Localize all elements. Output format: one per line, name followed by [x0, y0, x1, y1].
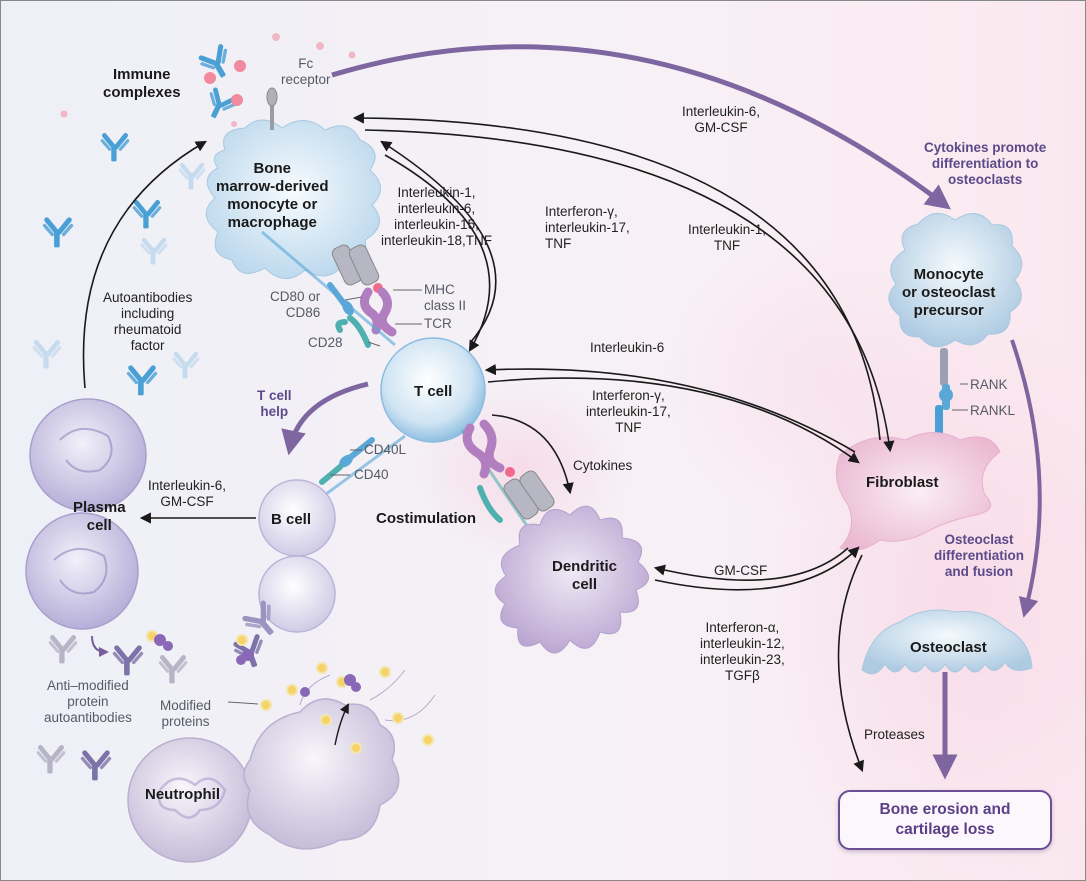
callout-lines — [227, 289, 968, 705]
rank-rankl — [935, 348, 953, 439]
il1-tnf-label: Interleukin-1,TNF — [688, 222, 767, 253]
particles — [60, 33, 356, 127]
immune-complex-antigens — [204, 60, 246, 106]
gmcsf-label: GM-CSF — [714, 563, 768, 578]
il1-il6-il15-il18-tnf-label: Interleukin-1,interleukin-6,interleukin-… — [381, 185, 493, 248]
il6-gmcsf-plasma-label: Interleukin-6,GM-CSF — [148, 478, 227, 509]
t-cell-label: T cell — [414, 383, 453, 400]
cytokines-label: Cytokines — [573, 458, 633, 473]
neutrophil-label: Neutrophil — [145, 786, 220, 803]
t-cell — [380, 337, 486, 443]
modified-protein-clusters — [154, 634, 361, 697]
proteases-label: Proteases — [864, 727, 925, 742]
mhc-tcr-top — [331, 244, 397, 337]
monocyte-precursor-cell — [888, 213, 1023, 348]
rank-label: RANK — [970, 377, 1008, 392]
ifn-il17-tnf-mid-label: Interferon-γ,interleukin-17,TNF — [586, 388, 671, 435]
tcr-label: TCR — [424, 316, 452, 331]
dendritic-cell — [494, 505, 649, 654]
il6-gmcsf-top-label: Interleukin-6,GM-CSF — [682, 104, 761, 135]
mhc-tcr-bottom — [462, 419, 555, 523]
fibroblast-label: Fibroblast — [866, 474, 939, 491]
black-arrows — [82, 112, 895, 773]
neutrophil-right — [243, 698, 400, 850]
fc-receptor — [266, 87, 278, 130]
osteoclast-cell — [861, 609, 1033, 675]
ifn-il17-tnf-top-label: Interferon-γ,interleukin-17,TNF — [545, 204, 630, 251]
ifn-alpha-il12-il23-tgfb-label: Interferon-α,interleukin-12,interleukin-… — [700, 620, 785, 683]
cd40-label: CD40 — [354, 467, 389, 482]
osteoclast-label: Osteoclast — [910, 639, 987, 656]
il6-mid-label: Interleukin-6 — [590, 340, 665, 355]
plasma-cell-bottom — [25, 512, 139, 630]
b-cell-label: B cell — [271, 511, 312, 528]
rankl-label: RANKL — [970, 403, 1016, 418]
fibroblast-cell — [835, 432, 1001, 551]
b-cell-lower — [258, 555, 336, 633]
cd40l-label: CD40L — [364, 442, 407, 457]
costimulation-label: Costimulation — [376, 510, 476, 527]
purple-arrows — [91, 44, 1042, 780]
modified-protein-dots — [146, 630, 434, 754]
cd28-label: CD28 — [308, 335, 343, 350]
plasma-cell-top — [29, 398, 147, 512]
